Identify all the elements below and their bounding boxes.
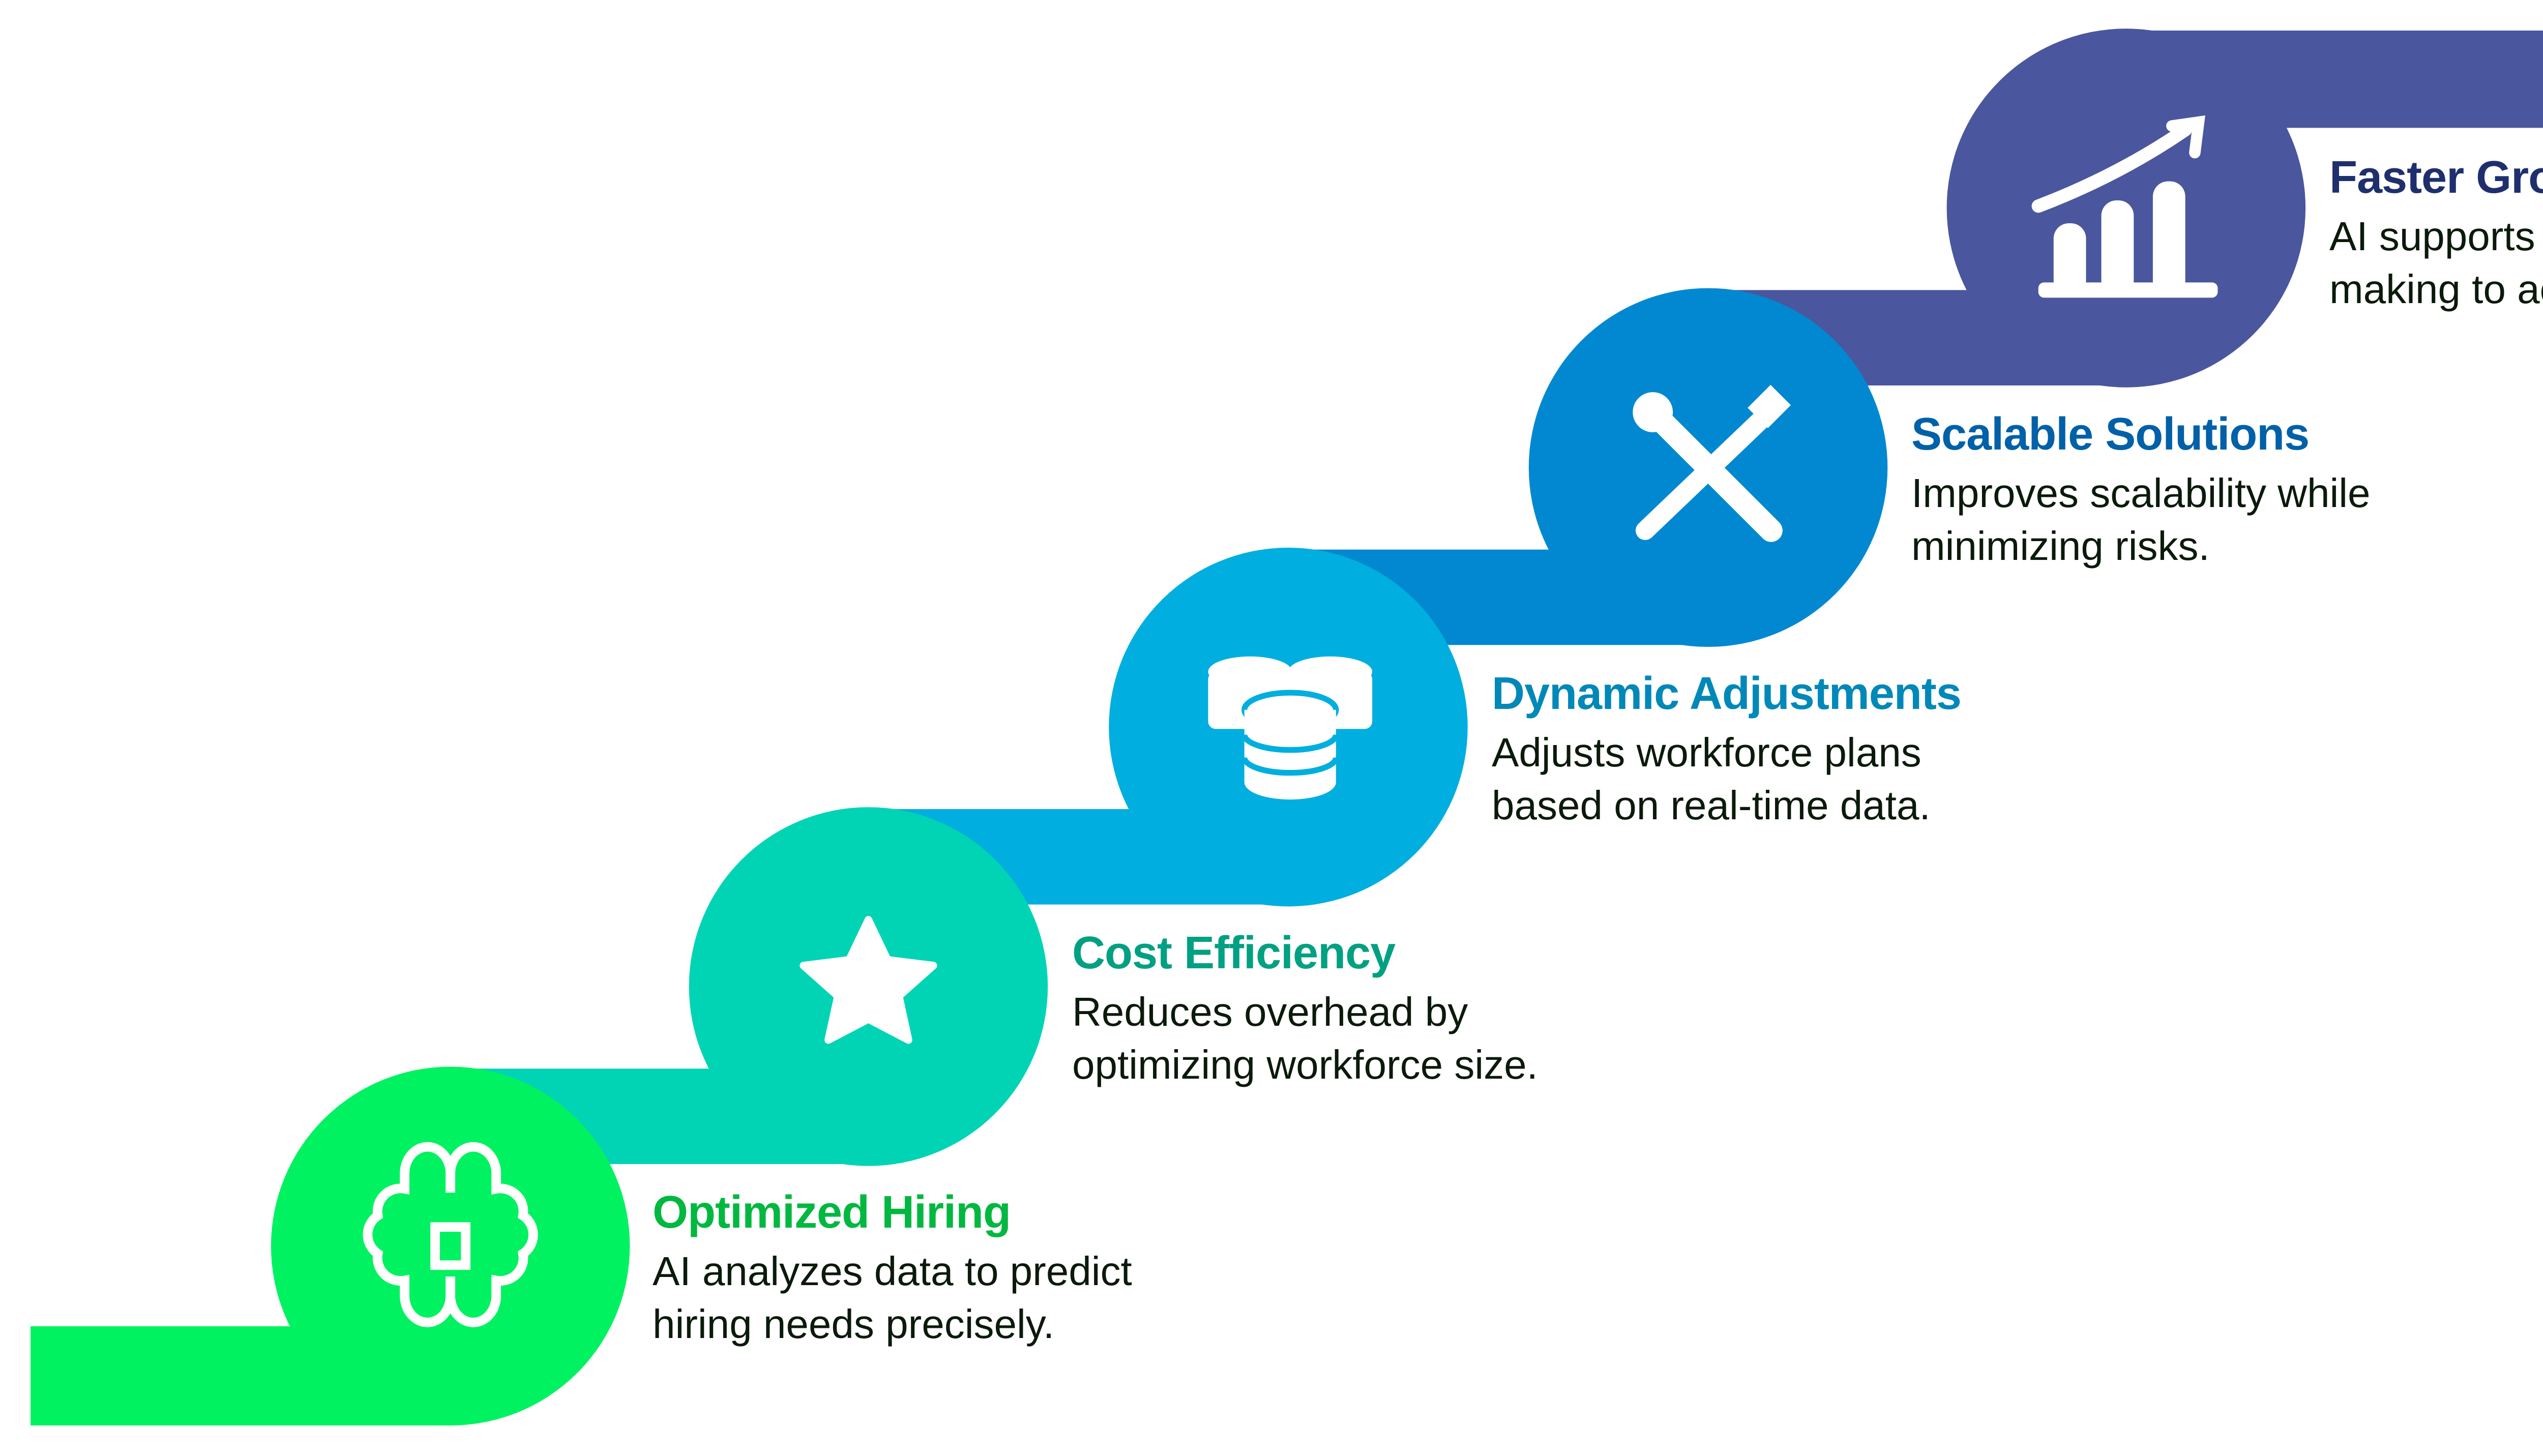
step-5-title: Faster Growth xyxy=(2329,152,2543,203)
step-2-label: Cost Efficiency Reduces overhead by opti… xyxy=(1072,928,1538,1091)
step-2-description-line-2: optimizing workforce size. xyxy=(1072,1042,1538,1087)
step-1-title: Optimized Hiring xyxy=(653,1187,1011,1238)
step-4-label: Scalable Solutions Improves scalability … xyxy=(1911,409,2371,573)
star-icon xyxy=(800,916,937,1044)
step-2-title: Cost Efficiency xyxy=(1072,928,1396,978)
step-3-description-line-2: based on real-time data. xyxy=(1492,783,1931,828)
tools-icon xyxy=(1633,384,1791,542)
step-2-description-line-1: Reduces overhead by xyxy=(1072,989,1468,1034)
step-1-description-line-2: hiring needs precisely. xyxy=(653,1301,1055,1347)
step-5-description-line-1: AI supports faster decision- xyxy=(2329,214,2543,259)
growth-chart-icon xyxy=(2031,115,2218,298)
step-1-shape xyxy=(31,1066,630,1425)
step-3-title: Dynamic Adjustments xyxy=(1492,668,1962,719)
step-3-label: Dynamic Adjustments Adjusts workforce pl… xyxy=(1492,668,1962,832)
step-3-description-line-1: Adjusts workforce plans xyxy=(1492,730,1921,775)
step-4-description-line-2: minimizing risks. xyxy=(1911,523,2210,569)
step-4-description-line-1: Improves scalability while xyxy=(1911,470,2371,516)
ai-brain-chip-icon xyxy=(363,1142,538,1327)
step-5-description-line-2: making to accelerate growth. xyxy=(2329,266,2543,312)
step-1-label: Optimized Hiring AI analyzes data to pre… xyxy=(653,1187,1132,1351)
step-4-title: Scalable Solutions xyxy=(1911,409,2310,460)
step-5-label: Faster Growth AI supports faster decisio… xyxy=(2329,153,2543,316)
step-1-description-line-1: AI analyzes data to predict xyxy=(653,1249,1132,1294)
database-icon xyxy=(1208,656,1373,800)
